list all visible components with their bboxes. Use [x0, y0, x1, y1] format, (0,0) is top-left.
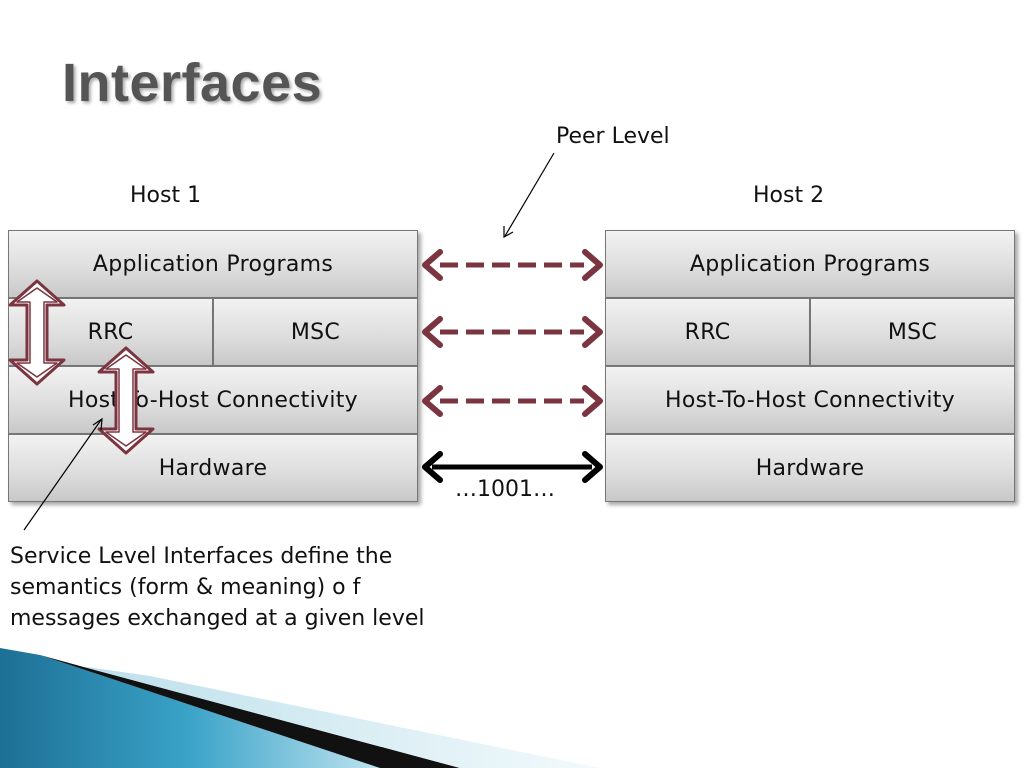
host-2-msc-label: MSC — [887, 319, 938, 345]
host-2-rrc-box: RRC — [605, 298, 810, 366]
peer-level-pointer — [503, 152, 555, 239]
wire-arrow-hardware — [422, 451, 603, 483]
peer-arrow-connectivity — [422, 385, 603, 417]
host-1-hardware-label: Hardware — [158, 455, 268, 481]
decorative-swoosh — [0, 648, 600, 768]
host-2-connectivity-box: Host-To-Host Connectivity — [605, 366, 1015, 434]
host-1-hardware-box: Hardware — [8, 434, 418, 502]
caption-line-1: Service Level Interfaces define the — [10, 544, 393, 569]
host-2-hardware-label: Hardware — [755, 455, 865, 481]
host-2-hardware-box: Hardware — [605, 434, 1015, 502]
host-2-rrc-label: RRC — [684, 319, 731, 345]
caption-line-2: semantics (form & meaning) o f — [10, 575, 361, 600]
host-2-connectivity-label: Host-To-Host Connectivity — [665, 387, 955, 413]
slide-title: Interfaces — [62, 53, 323, 113]
peer-level-label: Peer Level — [556, 124, 670, 149]
host-2-application-box: Application Programs — [605, 230, 1015, 298]
caption-pointer — [23, 417, 103, 531]
peer-arrow-application — [422, 249, 603, 281]
peer-arrow-rrc-msc — [422, 316, 603, 348]
host-2-label: Host 2 — [753, 183, 825, 208]
host-2-application-label: Application Programs — [689, 251, 931, 277]
caption: Service Level Interfaces define the sema… — [10, 541, 510, 634]
host-1-rrc-label: RRC — [87, 319, 134, 345]
host-1-msc-label: MSC — [290, 319, 341, 345]
binary-label: …1001… — [455, 477, 555, 502]
host-1-label: Host 1 — [130, 183, 202, 208]
host-1-application-box: Application Programs — [8, 230, 418, 298]
host-1-msc-box: MSC — [213, 298, 418, 366]
service-arrow-rrc — [8, 279, 66, 386]
caption-line-3: messages exchanged at a given level — [10, 606, 425, 631]
host-2-msc-box: MSC — [810, 298, 1015, 366]
service-arrow-connectivity — [97, 346, 155, 455]
host-1-application-label: Application Programs — [92, 251, 334, 277]
